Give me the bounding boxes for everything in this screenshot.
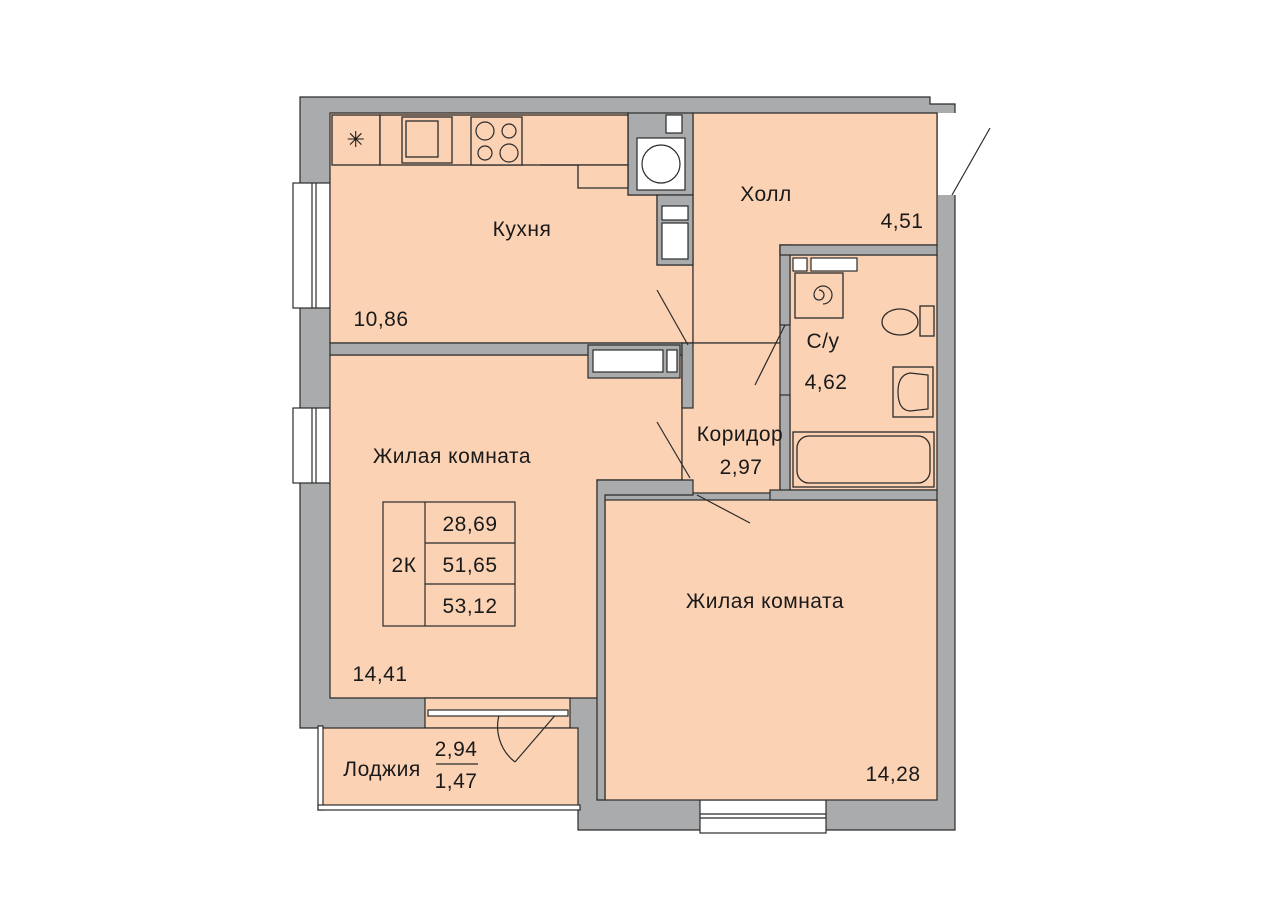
boiler <box>636 137 686 191</box>
door-loggia[interactable] <box>514 711 559 763</box>
wall-corridor <box>681 342 694 409</box>
total-area-with-loggia: 53,12 <box>442 595 497 618</box>
entrance-door[interactable] <box>951 127 991 196</box>
gas-meter-icon <box>665 114 683 134</box>
stove-icon <box>470 116 523 166</box>
loggia-reduced-area: 1,47 <box>435 770 478 793</box>
window-living-room-1 <box>292 407 331 484</box>
summary-table <box>382 501 516 627</box>
loggia-glazing-bottom <box>317 804 581 811</box>
corridor-area: 2,97 <box>720 456 763 479</box>
window-kitchen <box>292 182 331 309</box>
hall-label: Холл <box>740 183 792 206</box>
vent-star-icon: ✳ <box>347 127 366 152</box>
loggia-floor <box>319 727 579 809</box>
kitchen-label: Кухня <box>493 218 552 241</box>
loggia-label: Лоджия <box>343 758 420 781</box>
counter-corner <box>540 164 629 189</box>
shelf-1 <box>792 257 808 272</box>
living-room-1-area: 14,41 <box>352 663 407 686</box>
wall-bathroom-left <box>779 244 791 326</box>
window-living-room-2 <box>699 799 827 834</box>
living-room-2-area: 14,28 <box>865 763 920 786</box>
living-room-2-floor <box>604 499 938 801</box>
bathroom-area: 4,62 <box>805 371 848 394</box>
washing-machine <box>794 272 844 319</box>
wall-living-2 <box>596 479 694 801</box>
washer-spiral <box>813 285 833 305</box>
door-living-room-1[interactable] <box>656 421 691 479</box>
corridor-label: Коридор <box>697 423 783 446</box>
loggia-glazing-left <box>317 725 324 811</box>
shelf-2 <box>810 257 858 272</box>
wall-bathroom-top <box>779 244 938 256</box>
total-area: 51,65 <box>442 554 497 577</box>
loggia-door-frame <box>427 709 569 717</box>
wardrobe-small <box>666 349 678 373</box>
boiler-circle <box>641 144 681 184</box>
loggia-area: 2,94 <box>435 738 478 761</box>
vent-unit <box>331 114 381 166</box>
meter <box>661 205 689 221</box>
living-room-1-label: Жилая комната <box>373 445 531 468</box>
bathtub-icon <box>792 431 935 488</box>
door-bathroom[interactable] <box>754 324 786 386</box>
bathroom-label: С/у <box>807 330 840 353</box>
wardrobe <box>592 349 664 373</box>
toilet-icon <box>881 305 935 337</box>
kitchen-area: 10,86 <box>353 308 408 331</box>
meter-2 <box>661 222 689 260</box>
washbasin-icon <box>892 366 934 418</box>
hall-area: 4,51 <box>881 210 924 233</box>
door-kitchen[interactable] <box>656 289 689 346</box>
living-area: 28,69 <box>442 513 497 536</box>
sink-bowl <box>405 120 439 158</box>
wall-bathroom-bottom <box>769 489 938 501</box>
door-swing <box>497 711 516 763</box>
door-living-room-2[interactable] <box>696 494 751 524</box>
living-room-2-label: Жилая комната <box>686 590 844 613</box>
apartment-type: 2К <box>392 554 417 577</box>
